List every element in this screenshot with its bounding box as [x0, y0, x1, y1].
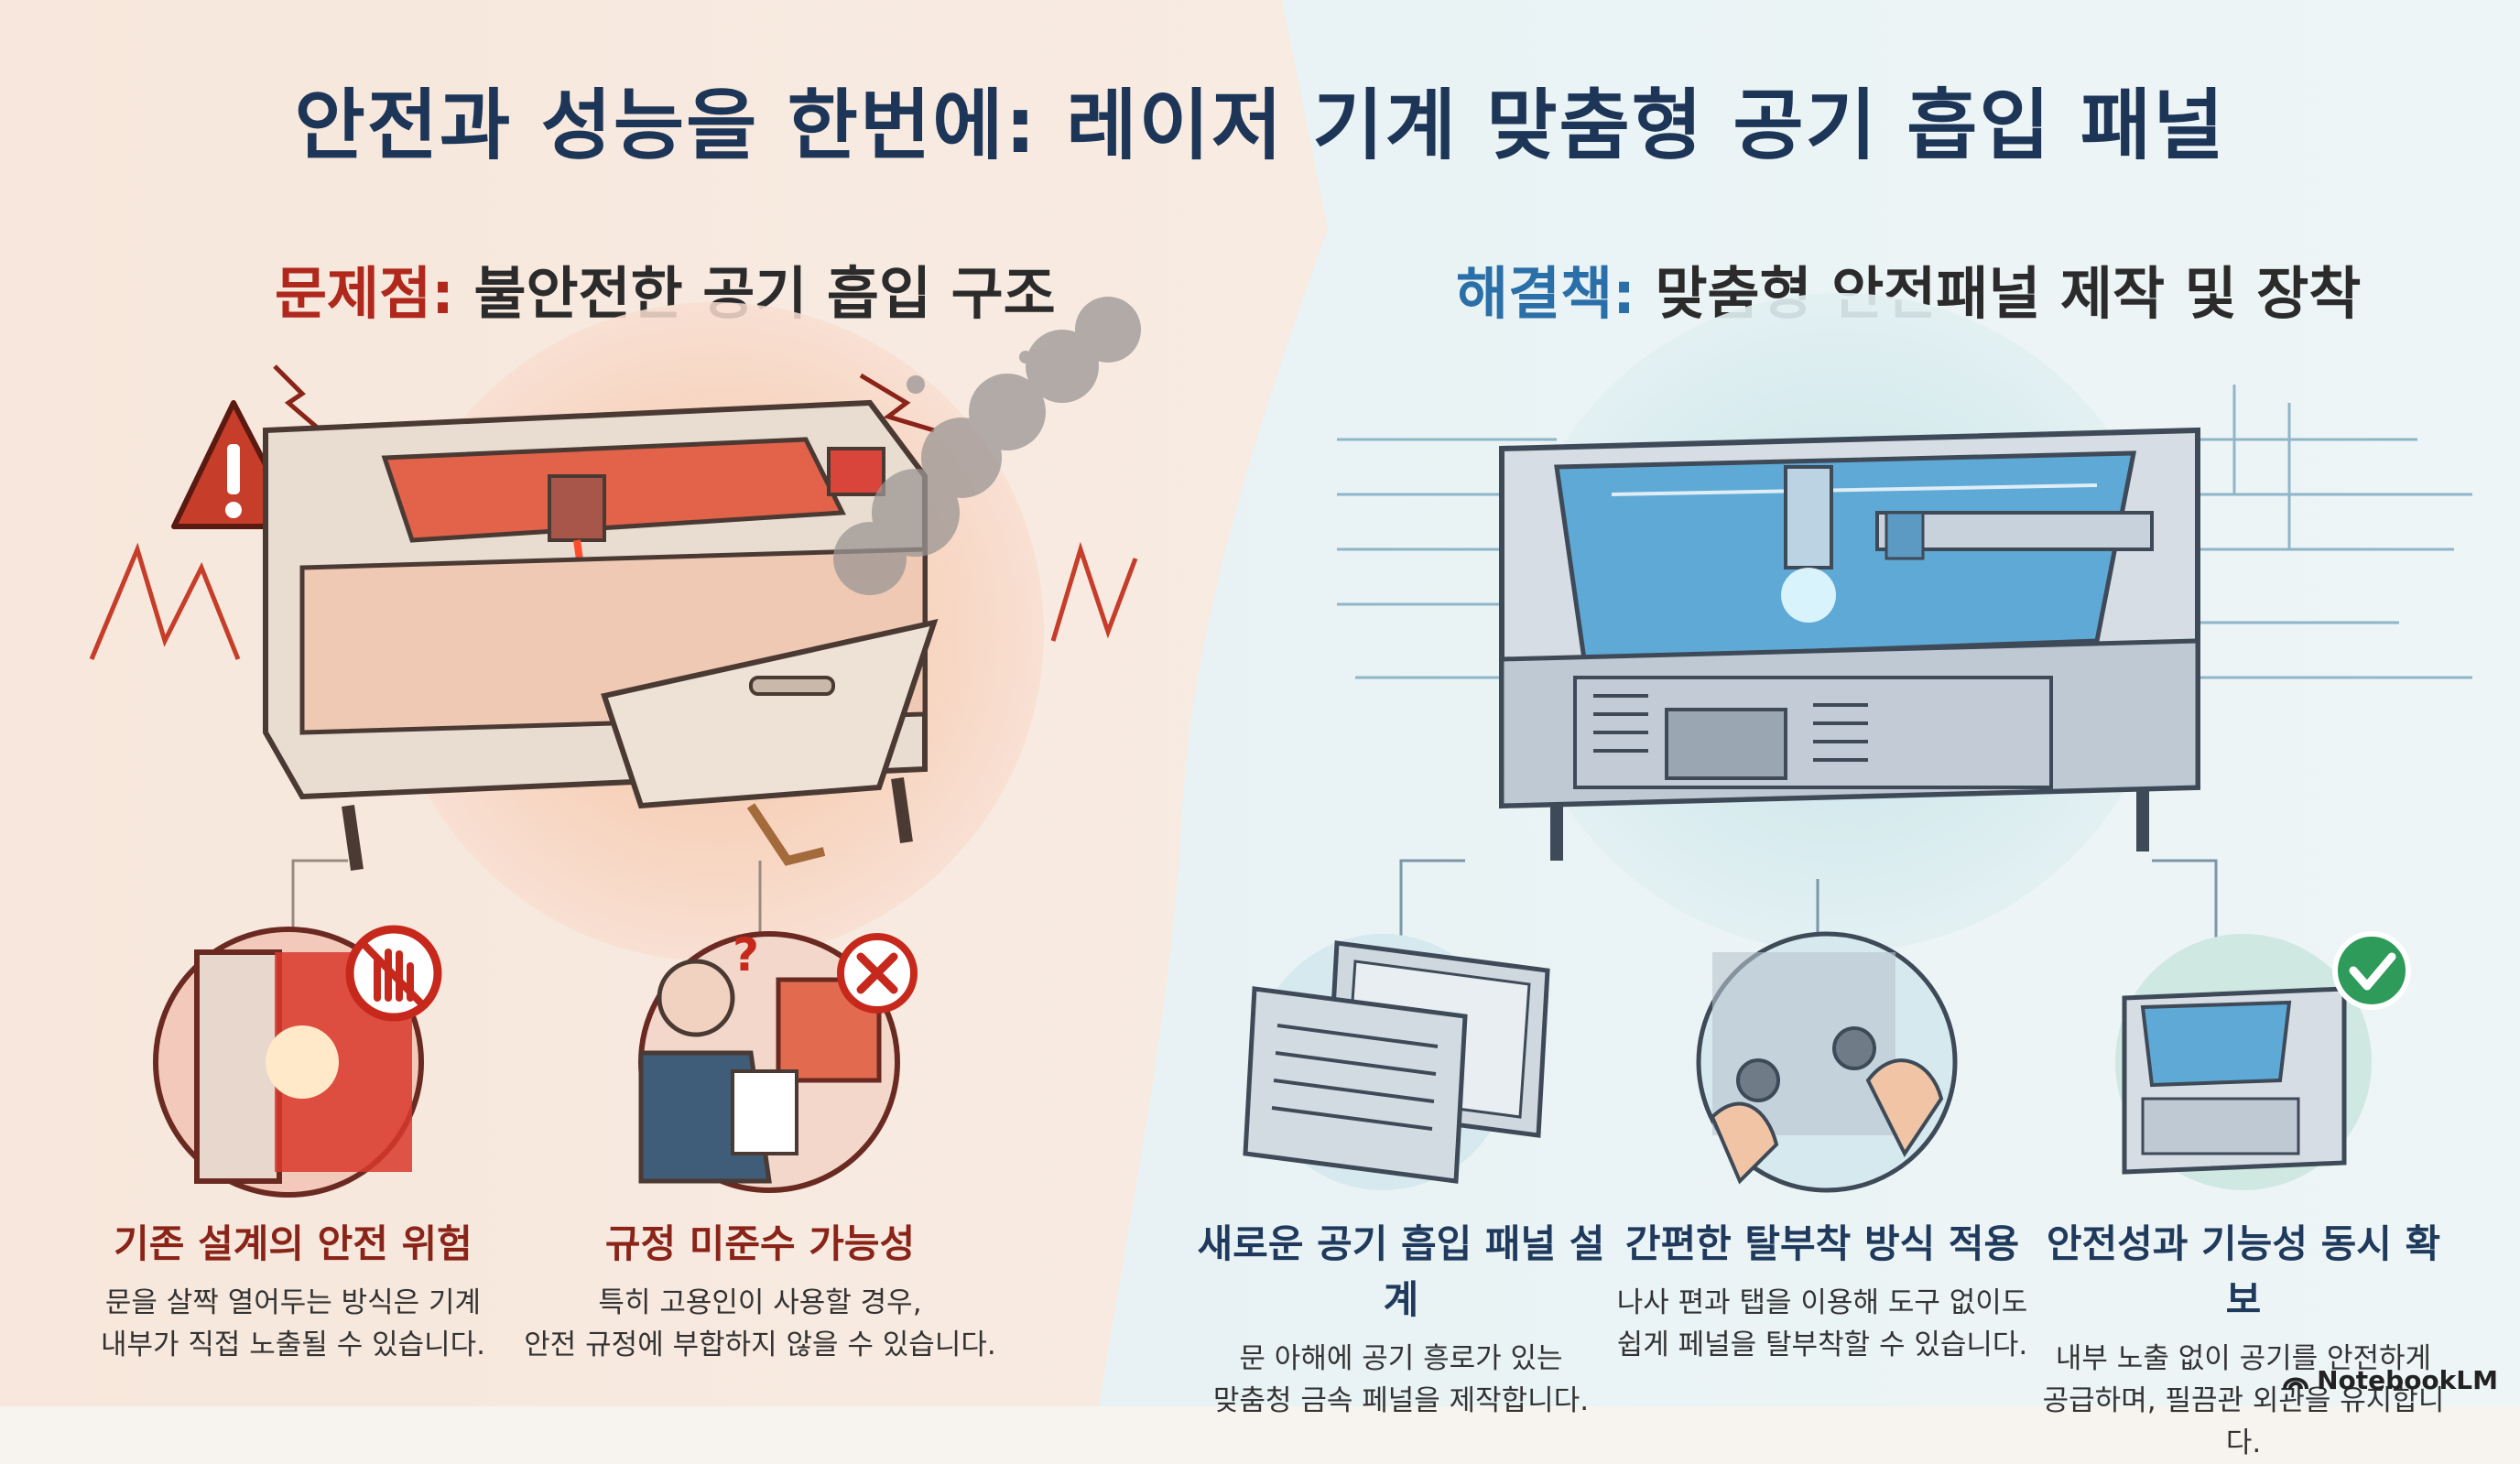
solution-item-1: 새로운 공기 흡입 패널 설계 문 아해에 공기 흥로가 있는 맞춤청 금속 페… — [1190, 1213, 1612, 1422]
solution-item-2-title: 간편한 탈부착 방식 적용 — [1624, 1221, 2020, 1266]
notebooklm-logo-icon — [2283, 1377, 2309, 1389]
smoke — [833, 297, 1141, 595]
solution-item-2-desc-line1: 나사 편과 탭을 이용해 도구 없이도 — [1616, 1286, 2028, 1319]
spark-icon — [89, 542, 241, 660]
spark-icon — [1050, 541, 1138, 642]
question-icon: ? — [733, 928, 759, 981]
solution-item-3-desc-line1: 내부 노출 없이 공기를 안전하게 — [2055, 1342, 2432, 1375]
stop-hand-icon — [345, 925, 442, 1022]
solution-item-2: 간편한 탈부착 방식 적용 나사 편과 탭을 이용해 도구 없이도 쉽게 페널을… — [1612, 1213, 2033, 1366]
solution-item-1-title: 새로운 공기 흡입 패널 설계 — [1197, 1221, 1605, 1322]
problem-item-2-desc-line1: 특히 고용인이 사용할 경우, — [598, 1286, 922, 1319]
secured-machine-illustration — [2115, 934, 2372, 1190]
solution-item-1-desc-line1: 문 아해에 공기 흥로가 있는 — [1239, 1342, 1563, 1375]
problem-item-2: 규정 미준수 가능성 특히 고용인이 사용할 경우, 안전 규정에 부합하지 않… — [513, 1213, 1007, 1366]
notebooklm-logo: NotebookLM — [2282, 1365, 2498, 1395]
check-icon — [2332, 931, 2411, 1010]
problem-item-1: 기존 설계의 안전 위험 문을 살짝 열어두는 방식은 기계 내부가 직접 노출… — [73, 1213, 513, 1366]
problem-item-1-title: 기존 설계의 안전 위험 — [114, 1221, 472, 1266]
spark-icon — [273, 364, 322, 432]
problem-item-1-desc-line1: 문을 살짝 열어두는 방식은 기계 — [104, 1286, 482, 1319]
page-title: 안전과 성능을 한번에: 레이저 기계 맞춤형 공기 흡입 패널 — [294, 81, 2226, 170]
solution-item-1-desc-line2: 맞춤청 금속 페널을 제작합니다. — [1212, 1384, 1590, 1417]
spark-icon — [859, 373, 935, 433]
circuit-lines — [1337, 385, 2472, 679]
solution-item-2-desc-line2: 쉽게 페널을 탈부착할 수 있습니다. — [1616, 1328, 2028, 1361]
faulty-laser-machine — [263, 399, 939, 871]
tool-free-mount-illustration — [1696, 931, 1958, 1193]
problem-item-2-title: 규정 미준수 가능성 — [604, 1221, 916, 1266]
illustrations: ? — [89, 293, 2472, 1198]
x-mark-icon — [837, 933, 918, 1014]
problem-item-1-desc-line2: 내부가 직접 노출될 수 있습니다. — [100, 1328, 486, 1361]
solution-item-3: 안전성과 기능성 동시 확보 내부 노출 없이 공기를 안전하게 공급하며, 필… — [2033, 1213, 2454, 1464]
intake-panel-illustration — [1243, 934, 1550, 1190]
solution-label: 해결책: — [1456, 260, 1635, 327]
inspector-illustration — [638, 931, 900, 1193]
problem-item-2-desc-line2: 안전 규정에 부합하지 않을 수 있습니다. — [524, 1328, 996, 1361]
solution-item-3-title: 안전성과 기능성 동시 확보 — [2046, 1221, 2441, 1322]
brand-label: NotebookLM — [2317, 1365, 2498, 1395]
problem-label: 문제점: — [275, 260, 454, 327]
safe-laser-machine — [1499, 427, 2200, 861]
